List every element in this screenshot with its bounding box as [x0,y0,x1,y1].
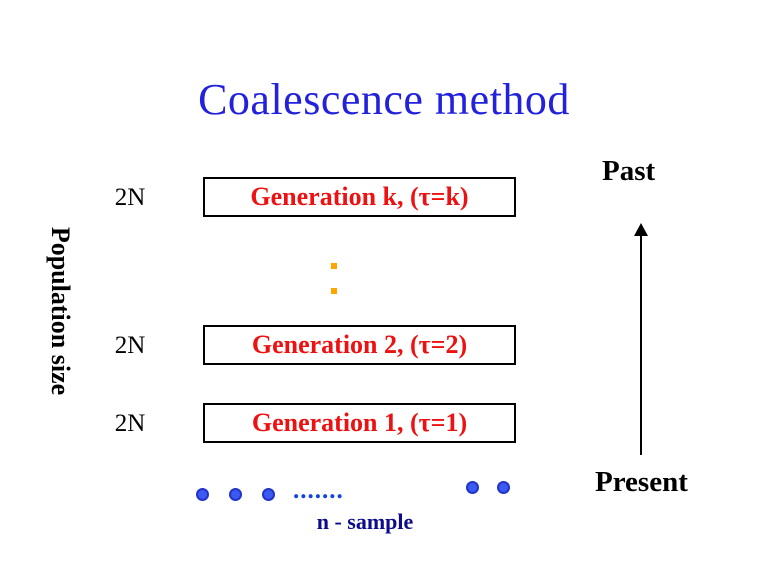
present-label: Present [595,466,688,498]
time-arrow-head-icon [634,223,648,236]
population-size-value-k: 2N [114,184,146,211]
slide-title: Coalescence method [198,75,570,124]
generation-k-box: Generation k, (τ=k) [203,177,516,217]
sample-ellipsis-text: ....... [293,477,344,504]
time-arrow-line [640,234,642,455]
population-size-value-1: 2N [114,410,146,437]
sample-individual-icon [466,481,479,494]
vertical-ellipsis [331,263,337,294]
sample-individual-icon [196,488,209,501]
sample-individual-icon [497,481,510,494]
population-size-axis-label: Population size [46,226,75,396]
sample-circles-right [466,481,510,494]
n-sample-label: n - sample [316,509,414,534]
population-size-value-2: 2N [114,332,146,359]
sample-individual-icon [229,488,242,501]
generation-2-box: Generation 2, (τ=2) [203,325,516,365]
past-label: Past [602,155,656,187]
sample-circles-left [196,488,275,501]
ellipsis-dot-icon [331,263,337,269]
sample-individual-icon [262,488,275,501]
ellipsis-dot-icon [331,288,337,294]
generation-1-box: Generation 1, (τ=1) [203,403,516,443]
